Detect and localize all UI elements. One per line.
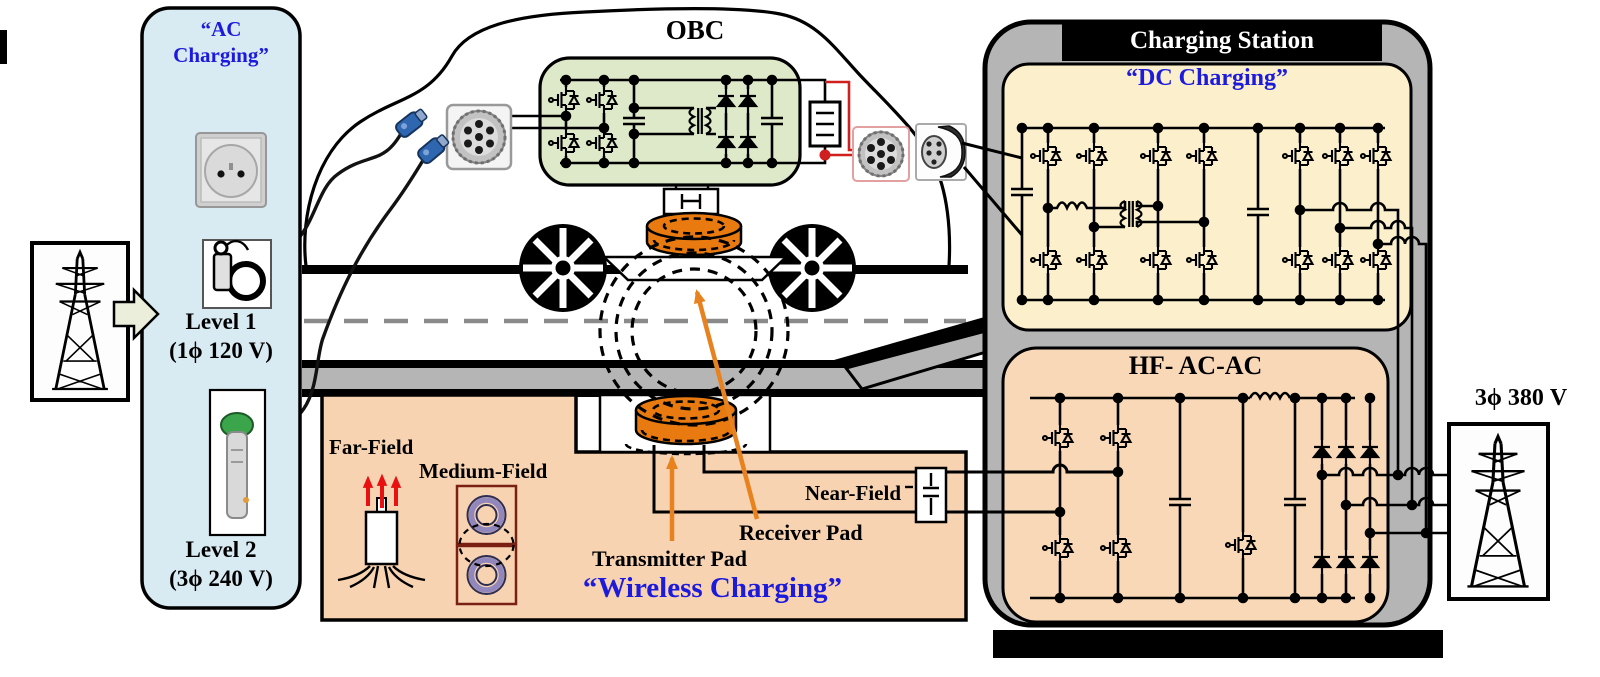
hf-ac-ac-block xyxy=(1001,346,1390,624)
dc-inlet-icon xyxy=(852,126,910,182)
station-base xyxy=(993,630,1443,658)
rear-wheel xyxy=(768,224,856,312)
dc-charging-circuit xyxy=(1007,122,1428,533)
compensation-network-icon xyxy=(662,185,720,219)
charging-station xyxy=(982,19,1447,628)
battery-icon xyxy=(808,100,842,148)
vehicle-inlet-icon xyxy=(445,103,513,171)
grid-arrow-icon xyxy=(112,286,160,342)
grid-tower-right-icon xyxy=(1447,422,1550,601)
pad-wires xyxy=(652,445,916,514)
near-field-wires xyxy=(946,463,1118,514)
receiver-pad-label: Receiver Pad xyxy=(739,520,863,545)
level2-voltage: (3ϕ 240 V) xyxy=(169,566,273,591)
obc-label: OBC xyxy=(665,15,725,45)
transmitter-pad-label: Transmitter Pad xyxy=(592,546,747,571)
far-field-label: Far-Field xyxy=(329,435,414,459)
red-junction xyxy=(819,149,831,161)
grid-tower-left-icon xyxy=(30,241,130,402)
station-title-bar xyxy=(1062,24,1382,61)
hf-block-title: HF- AC-AC xyxy=(1128,351,1263,380)
dc-charging-block xyxy=(1001,62,1413,332)
medium-field-coils-icon xyxy=(455,484,518,606)
level2-label: Level 2 xyxy=(185,537,257,562)
wall-outlet-icon xyxy=(195,132,267,208)
far-field-waves-icon xyxy=(362,473,402,508)
hf-ac-ac-circuit xyxy=(1030,391,1447,604)
ac-plug-1-icon xyxy=(393,105,431,140)
level2-charger-icon xyxy=(208,388,267,537)
supply-voltage-label: 3ϕ 380 V xyxy=(1474,385,1568,411)
level1-charger-icon xyxy=(202,239,272,309)
edge-mark xyxy=(0,30,7,64)
receiver-pad-icon xyxy=(645,211,743,257)
station-title: Charging Station xyxy=(1129,27,1315,54)
near-field-capacitor-icon xyxy=(905,466,948,524)
dc-block-title: “DC Charging” xyxy=(1125,65,1288,91)
medium-field-label: Medium-Field xyxy=(419,459,548,483)
dc-plug-wires xyxy=(961,141,1024,236)
receiver-pad-arrow xyxy=(694,289,760,520)
dc-plug-icon xyxy=(915,123,967,181)
ac-plug-2-icon xyxy=(415,131,452,167)
wireless-charging-panel xyxy=(320,393,968,622)
magnetic-field-circles xyxy=(598,235,790,427)
wireless-title: “Wireless Charging” xyxy=(582,572,843,604)
road xyxy=(302,265,1009,397)
near-field-label: Near-Field xyxy=(805,481,902,505)
level2-cable xyxy=(250,156,427,433)
ac-charging-panel xyxy=(140,6,302,610)
front-wheel xyxy=(519,224,607,312)
ac-panel-title-line1: “AC xyxy=(200,17,242,41)
level1-label: Level 1 xyxy=(185,309,257,334)
ac-panel-title-line2: Charging” xyxy=(173,43,269,67)
level1-voltage: (1ϕ 120 V) xyxy=(169,338,273,363)
obc-block xyxy=(512,56,827,187)
